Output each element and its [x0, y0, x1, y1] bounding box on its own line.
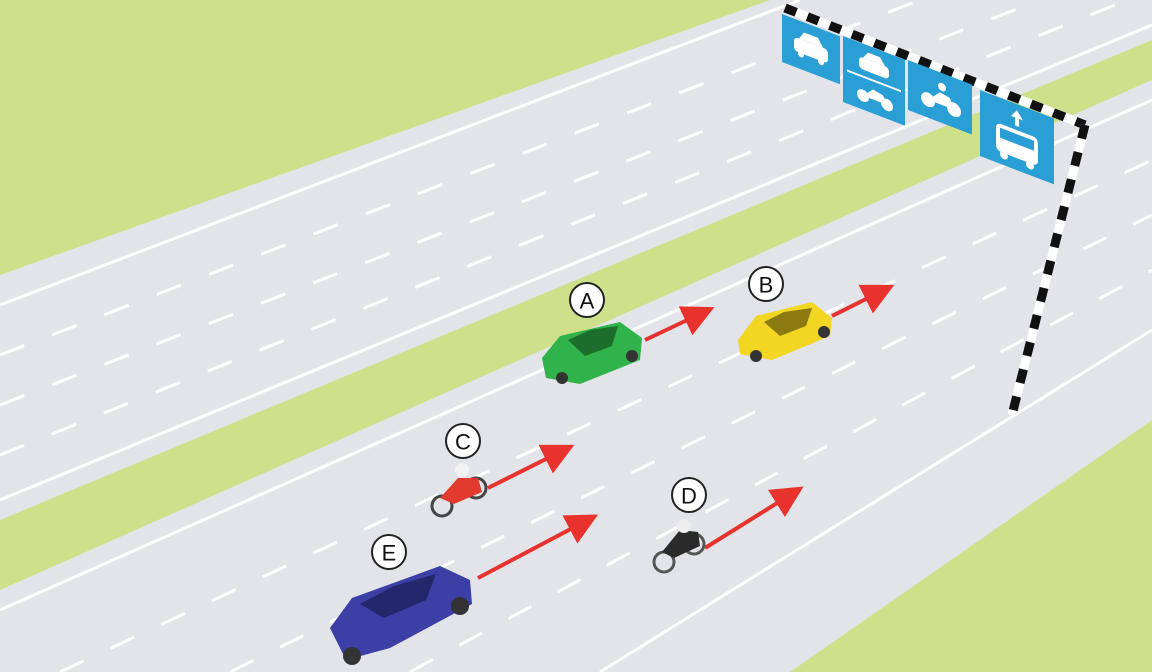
arrow-b [831, 284, 895, 318]
label-b: B [748, 266, 784, 302]
vehicle-a [542, 322, 642, 384]
upper-road [0, 0, 1152, 520]
svg-text:C: C [455, 430, 471, 455]
arrow-c [487, 444, 575, 490]
vehicle-e [330, 566, 472, 665]
lane-sign-motorcycle [908, 60, 972, 135]
sign-gantry [783, 3, 1090, 417]
svg-text:B: B [759, 273, 774, 298]
car-icon [794, 32, 828, 66]
direction-arrows [477, 284, 895, 580]
vehicle-c [430, 463, 488, 518]
motorcycle-icon [921, 82, 961, 118]
arrow-d [703, 486, 804, 550]
arrow-e [477, 514, 599, 580]
label-c: C [445, 423, 481, 459]
svg-text:E: E [382, 541, 397, 566]
lane-sign-bus [980, 90, 1054, 185]
bus-icon [996, 110, 1038, 170]
vehicle-d [652, 519, 706, 574]
svg-text:A: A [580, 289, 595, 314]
svg-text:D: D [681, 484, 697, 509]
label-e: E [371, 534, 407, 570]
car-icon [859, 52, 889, 79]
vehicle-b [738, 302, 832, 362]
motorcycle-icon [857, 89, 893, 112]
label-d: D [671, 477, 707, 513]
lane-sign-car [782, 14, 840, 85]
lane-sign-car-motorcycle [843, 36, 905, 126]
label-a: A [569, 282, 605, 318]
arrow-a [644, 306, 715, 342]
